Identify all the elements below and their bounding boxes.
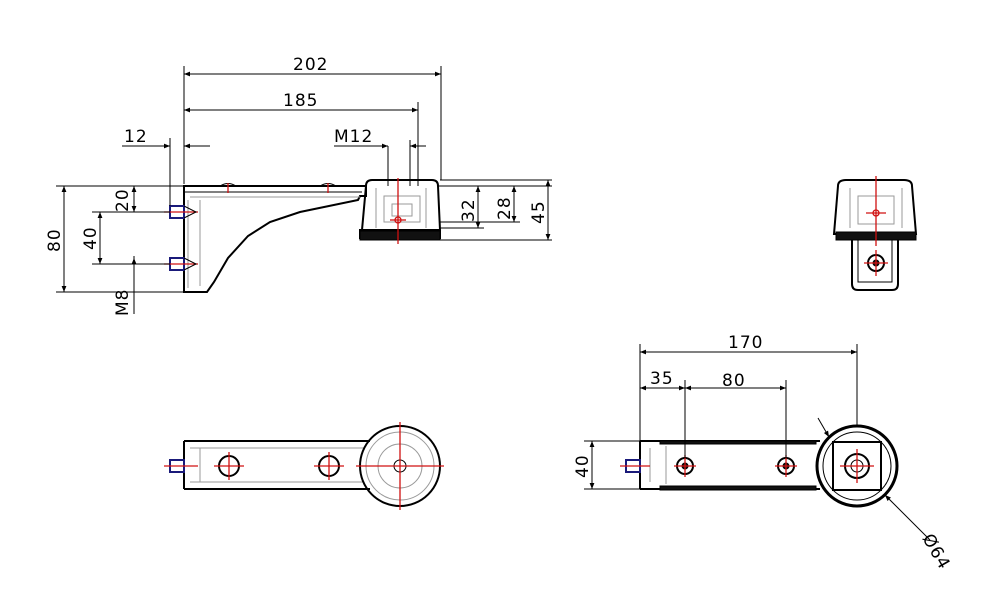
dim-height-total: 80 — [45, 228, 65, 252]
dim-first-hole: 35 — [650, 369, 674, 389]
dim-height-mid: 28 — [495, 196, 515, 220]
plan-view: 170 35 80 40 Ø64 — [573, 333, 954, 573]
dim-thread-bottom: M8 — [113, 289, 133, 316]
end-view — [832, 176, 918, 291]
dim-plan-hole-spacing: 80 — [722, 371, 746, 391]
dim-height-small: 32 — [459, 198, 479, 222]
top-view — [164, 422, 444, 510]
dim-hole-spacing: 40 — [81, 226, 101, 250]
dim-offset: 12 — [124, 127, 148, 147]
dim-top-offset: 20 — [113, 188, 133, 212]
dim-height-large: 45 — [529, 200, 549, 224]
dim-diameter: Ø64 — [918, 531, 954, 574]
dim-plan-width: 40 — [573, 454, 593, 478]
side-view: 202 185 12 M12 80 40 20 M8 — [45, 55, 552, 316]
dim-length-to-axis: 185 — [283, 91, 318, 111]
dim-plan-length: 170 — [728, 333, 763, 353]
dim-thread-top: M12 — [334, 127, 373, 147]
dim-overall-length: 202 — [293, 55, 328, 75]
